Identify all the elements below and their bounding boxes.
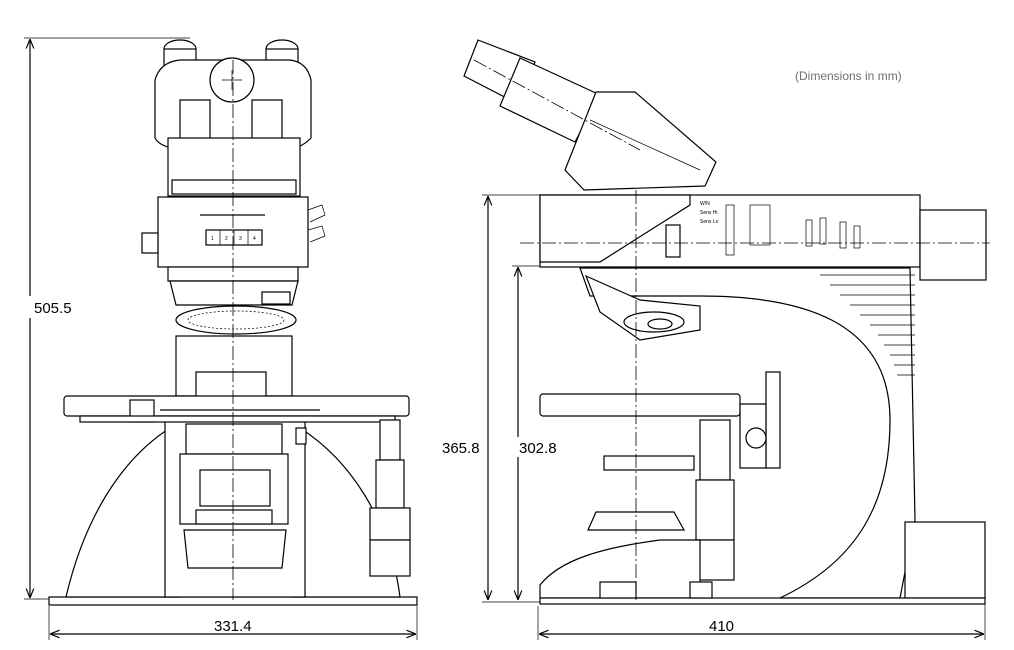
side-condenser	[587, 419, 735, 581]
front-intermediate-block: 1 2 3 4	[141, 196, 326, 282]
side-width-label: 410	[709, 618, 734, 635]
side-height-outer-label: 365.8	[442, 440, 480, 457]
side-view: (Dimensions in mm) 365.8 302.8 410	[440, 39, 990, 640]
side-stage	[539, 371, 781, 469]
front-width-dimension: 331.4	[48, 606, 418, 640]
side-base	[539, 539, 986, 605]
side-height-inner-dimension: 302.8	[482, 265, 557, 603]
front-view: 505.5 331.4	[22, 37, 418, 640]
side-width-dimension: 410	[537, 560, 986, 640]
front-focus-knob	[369, 419, 411, 577]
front-stage	[63, 395, 410, 423]
nosepiece-number-4: 4	[253, 236, 256, 242]
front-height-dimension: 505.5	[22, 37, 190, 600]
panel-label-wn: W/N	[700, 201, 710, 207]
side-height-inner-label: 302.8	[519, 440, 557, 457]
side-upper-housing: W/N Sens Hi Sens Lo	[520, 194, 990, 281]
front-left-foot	[65, 427, 181, 598]
front-condenser	[179, 423, 307, 569]
side-eyepiece-tube	[463, 39, 717, 191]
panel-label-sens-hi: Sens Hi	[700, 210, 718, 216]
front-nosepiece	[169, 280, 299, 335]
dimensions-note: (Dimensions in mm)	[795, 69, 902, 83]
front-width-label: 331.4	[214, 618, 252, 635]
front-height-label: 505.5	[34, 300, 72, 317]
side-arm	[579, 267, 986, 599]
nosepiece-number-2: 2	[225, 236, 228, 242]
side-height-outer-dimension: 365.8	[440, 194, 540, 599]
panel-label-sens-lo: Sens Lo	[700, 219, 719, 225]
nosepiece-number-1: 1	[211, 236, 214, 242]
nosepiece-number-3: 3	[239, 236, 242, 242]
side-nosepiece	[584, 274, 701, 341]
